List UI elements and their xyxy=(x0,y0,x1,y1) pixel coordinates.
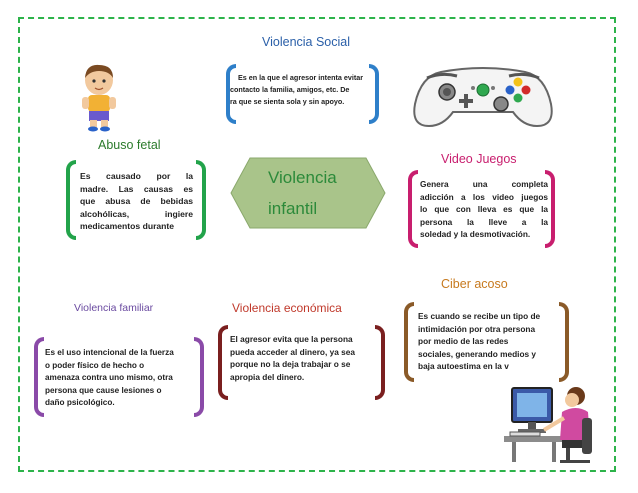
text-line: medicamentos durante xyxy=(80,221,175,231)
text-line: madre. Las causas es xyxy=(80,183,193,194)
title-violencia-social: Violencia Social xyxy=(262,35,351,49)
text-line: Es cuando se recibe un tipo de xyxy=(418,311,541,321)
dashed-frame xyxy=(18,17,616,472)
text-line: persona que cause lesiones o xyxy=(45,385,162,395)
text-violencia-social: Es en la que el agresor intenta evitar c… xyxy=(230,72,375,108)
center-hexagon xyxy=(230,157,386,229)
bracket-right xyxy=(545,170,555,248)
bracket-left xyxy=(218,325,228,400)
box-ciber-acoso: Es cuando se recibe un tipo de intimidac… xyxy=(404,302,569,382)
bracket-left xyxy=(408,170,418,248)
title-violencia-economica: Violencia económica xyxy=(232,301,342,315)
bracket-right xyxy=(194,337,204,417)
text-line: El agresor evita que la persona xyxy=(230,334,353,344)
text-line: soledad y la desmotivación. xyxy=(420,229,531,239)
text-abuso-fetal: Es causado por la madre. Las causas es q… xyxy=(80,170,193,233)
title-abuso-fetal: Abuso fetal xyxy=(98,138,161,152)
text-line: porque no la deja trabajar o se xyxy=(230,359,351,369)
text-violencia-familiar: Es el uso intencional de la fuerza o pod… xyxy=(45,347,197,410)
boy-illustration xyxy=(76,62,122,132)
bracket-right xyxy=(559,302,569,382)
computer-user-illustration xyxy=(502,378,600,464)
bracket-right xyxy=(369,64,379,124)
text-line: lo que con lleva es que la xyxy=(420,204,548,214)
title-ciber-acoso: Ciber acoso xyxy=(441,277,508,291)
bracket-right xyxy=(196,160,206,240)
box-video-juegos: Genera una completa adicción a los video… xyxy=(408,170,555,248)
title-violencia-familiar: Violencia familiar xyxy=(74,302,154,314)
title-video-juegos: Video Juegos xyxy=(441,152,517,166)
text-line: sociales, generando medios y xyxy=(418,348,537,359)
text-line: contacto la familia, amigos, etc. De xyxy=(230,85,350,94)
text-line: amenaza contra uno mismo, otra xyxy=(45,373,173,382)
center-title-line1: Violencia xyxy=(268,168,337,187)
bracket-right xyxy=(375,325,385,400)
bracket-left xyxy=(66,160,76,240)
center-title-line2: infantil xyxy=(268,199,318,218)
box-violencia-familiar: Es el uso intencional de la fuerza o pod… xyxy=(34,337,204,417)
text-line: Es el uso intencional de la fuerza xyxy=(45,348,174,357)
box-abuso-fetal: Es causado por la madre. Las causas es q… xyxy=(66,160,206,240)
text-ciber-acoso: Es cuando se recibe un tipo de intimidac… xyxy=(418,310,564,373)
text-violencia-economica: El agresor evita que la persona pueda ac… xyxy=(230,333,378,383)
text-line: ra que se sienta sola y sin apoyo. xyxy=(230,97,345,106)
text-line: pueda acceder al dinero, ya sea xyxy=(230,346,355,357)
bracket-left xyxy=(404,302,414,382)
text-line: que abusa de bebidas xyxy=(80,196,193,206)
game-controller-icon xyxy=(411,66,555,130)
text-line: Genera una completa xyxy=(420,179,548,189)
text-line: o poder físico de hecho o xyxy=(45,360,145,370)
text-line: daño psicológico. xyxy=(45,398,115,407)
text-line: apropia del dinero. xyxy=(230,371,305,382)
bracket-left xyxy=(226,64,236,124)
text-line: persona la lleve a la xyxy=(420,216,548,227)
text-line: Es en la que el agresor intenta evitar xyxy=(238,73,364,82)
bracket-left xyxy=(34,337,44,417)
text-line: por medio de las redes xyxy=(418,336,509,346)
text-video-juegos: Genera una completa adicción a los video… xyxy=(420,178,548,241)
text-line: adicción a los video juegos xyxy=(420,191,548,202)
box-violencia-social: Es en la que el agresor intenta evitar c… xyxy=(226,64,379,124)
box-violencia-economica: El agresor evita que la persona pueda ac… xyxy=(218,325,385,400)
text-line: Es causado por la xyxy=(80,171,193,181)
text-line: alcohólicas, ingiere xyxy=(80,208,193,219)
text-line: intimidación por otra persona xyxy=(418,323,536,334)
text-line: baja autoestima en la v xyxy=(418,361,509,371)
